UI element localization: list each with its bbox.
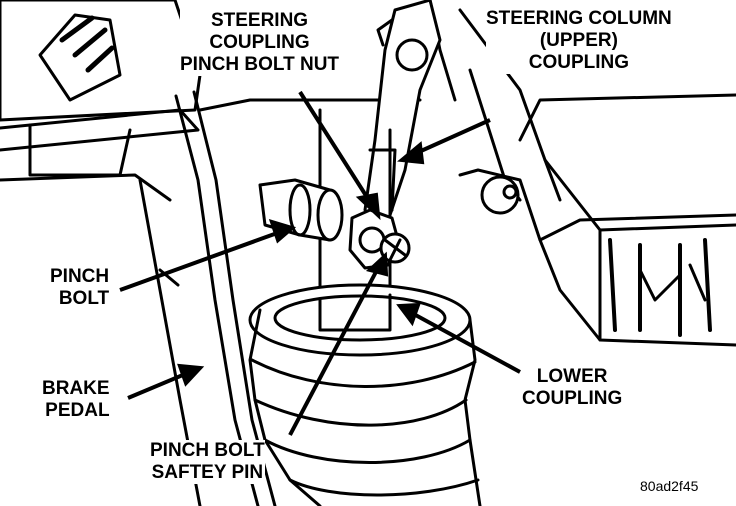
arrow-lower-coupling — [409, 310, 521, 374]
label-pinch-bolt: PINCH BOLT — [50, 266, 110, 310]
label-line: (UPPER) — [539, 30, 618, 51]
label-line: BRAKE — [42, 378, 110, 399]
label-line: PEDAL — [45, 400, 110, 421]
label-pinch-bolt-safety-pin: PINCH BOLT SAFTEY PIN — [150, 440, 265, 484]
label-line: LOWER — [536, 366, 608, 387]
label-brake-pedal: BRAKE PEDAL — [42, 378, 110, 422]
arrow-brake-pedal — [127, 370, 191, 400]
label-line: PINCH BOLT NUT — [180, 54, 340, 75]
arrow-upper-coupling — [411, 118, 491, 157]
label-steering-column-upper-coupling: STEERING COLUMN (UPPER) COUPLING — [486, 8, 672, 74]
stud-bolt — [480, 175, 520, 215]
label-line: STEERING COLUMN — [486, 8, 672, 29]
label-line: PINCH BOLT — [150, 440, 265, 461]
label-line: COUPLING — [522, 388, 623, 409]
arrow-pinch-bolt-nut — [298, 90, 374, 207]
figure-code: 80ad2f45 — [640, 478, 699, 494]
upper-coupling-flange — [363, 0, 442, 232]
label-line: PINCH — [50, 266, 110, 287]
label-line: BOLT — [58, 288, 110, 309]
arrow-safety-pin — [288, 267, 380, 436]
leader-arrows — [119, 90, 521, 436]
label-line: COUPLING — [209, 32, 310, 53]
label-line: COUPLING — [528, 52, 630, 73]
label-line: SAFTEY PIN — [151, 462, 264, 483]
arrow-pinch-bolt — [119, 230, 281, 292]
label-steering-coupling-pinch-bolt-nut: STEERING COUPLING PINCH BOLT NUT — [180, 10, 340, 76]
label-lower-coupling: LOWER COUPLING — [522, 366, 623, 410]
label-line: STEERING — [210, 10, 309, 31]
